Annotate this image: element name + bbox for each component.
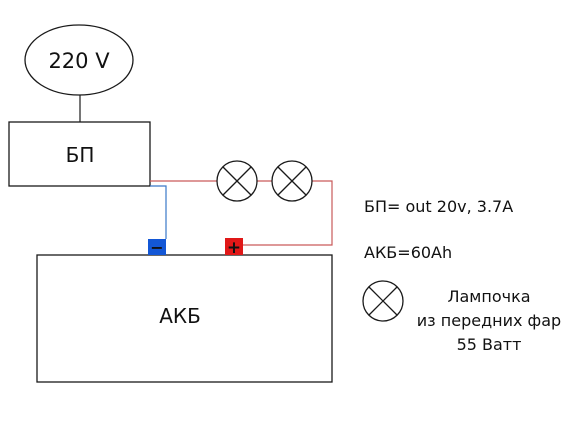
lamp-symbol-2 [271,160,313,202]
battery-box [36,254,333,383]
positive-terminal [225,238,243,255]
mains-source-ellipse [24,24,134,96]
battery-label: АКБ [159,304,201,328]
legend-line-1: Лампочка [447,287,530,306]
power-supply-box [8,121,151,187]
mains-source-label: 220 V [48,49,110,73]
power-supply-spec: БП= out 20v, 3.7A [364,197,513,216]
positive-terminal-symbol: + [227,238,241,258]
negative-terminal-symbol: − [150,238,163,257]
legend-line-3: 55 Ватт [457,335,522,354]
battery-spec: АКБ=60Ah [364,243,452,262]
power-supply-label: БП [66,143,95,167]
legend-lamp-symbol [362,280,404,322]
lamp-symbol-1 [216,160,258,202]
negative-wire [150,185,167,239]
negative-terminal [148,239,166,255]
legend-line-2: из передних фар [417,311,561,330]
